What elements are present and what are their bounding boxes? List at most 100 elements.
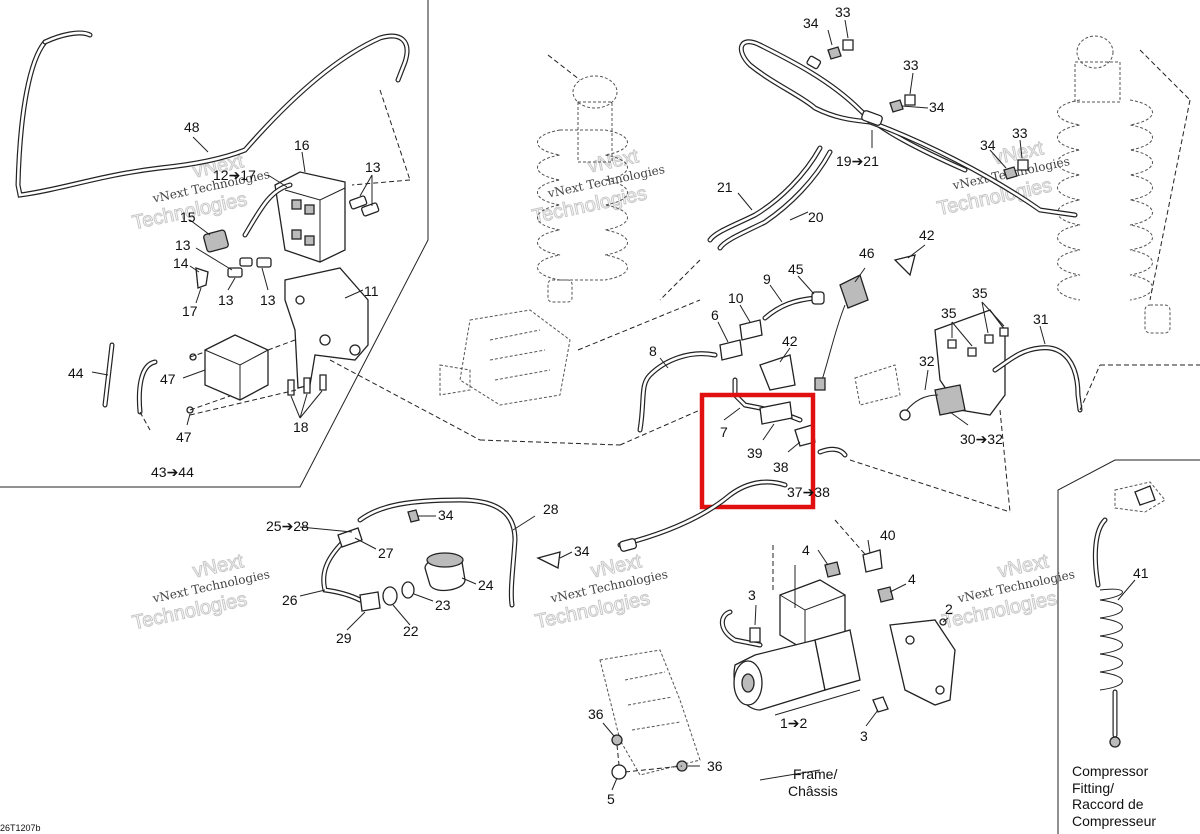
compressor-assembly	[599, 519, 956, 791]
callout-label: 46	[859, 245, 875, 261]
callout-label: 11	[364, 283, 379, 299]
valve-port	[291, 199, 302, 210]
callout-label: 27	[378, 545, 394, 561]
fitting-45	[811, 291, 825, 305]
rod-43	[136, 359, 158, 415]
callout-label: 13	[218, 292, 234, 308]
callout-label: 13	[260, 292, 276, 308]
highlight-box	[699, 392, 816, 510]
frame-caption-line2: Châssis	[788, 783, 838, 799]
clip-34	[536, 551, 561, 569]
tube-9	[762, 295, 818, 321]
callout-label: 3	[748, 587, 756, 603]
callout-label: 39	[747, 445, 763, 461]
leveling-valve-assembly	[849, 301, 1200, 513]
clip-34	[889, 99, 904, 113]
controller-module	[204, 334, 269, 401]
callout-label: 35	[941, 305, 957, 321]
top-hose-assembly	[659, 19, 1078, 301]
callout-label: 15	[180, 209, 196, 225]
callout-label: 10	[728, 290, 744, 306]
callout-label: 18	[293, 419, 309, 435]
callout-label: 13	[365, 159, 381, 175]
clip-33	[904, 94, 916, 106]
callout-label: 33	[903, 57, 919, 73]
callout-label: 5	[607, 791, 615, 807]
fitting-caption-line3: Raccord de	[1072, 796, 1144, 812]
right-shock-absorber	[1057, 35, 1191, 334]
callout-label: 24	[478, 577, 494, 593]
upper-left-panel-border	[0, 0, 429, 488]
bolt-3	[872, 696, 889, 713]
fitting-29	[359, 591, 381, 612]
callout-label: 37➔38	[787, 484, 830, 500]
bracket-11	[284, 267, 369, 389]
callout-label: 17	[182, 303, 198, 319]
callout-label: 47	[176, 429, 192, 445]
callout-label: 47	[160, 371, 176, 387]
fitting-13	[361, 202, 380, 217]
washer-22	[382, 586, 398, 606]
callout-label: 9	[763, 271, 771, 287]
callout-label: 33	[1012, 125, 1028, 141]
callout-label: 30➔32	[960, 431, 1003, 447]
callout-label: 26	[282, 592, 298, 608]
fitting-caption-line1: Compressor	[1072, 763, 1149, 779]
fitting-10	[739, 319, 763, 341]
compressor-fitting-detail	[1092, 481, 1166, 748]
valve-port	[291, 229, 302, 240]
center-fittings	[329, 244, 926, 510]
fitting-14	[195, 267, 209, 289]
callout-label: 1➔2	[780, 715, 808, 731]
captions: Frame/ Châssis Compressor Fitting/ Racco…	[0, 763, 1156, 833]
fitting-13	[256, 257, 272, 268]
connector-15	[203, 229, 229, 253]
callout-label: 23	[435, 597, 451, 613]
clip-34	[1003, 166, 1018, 180]
callout-label: 42	[782, 333, 798, 349]
valve-port	[304, 235, 315, 246]
callout-label: 32	[919, 353, 935, 369]
leveling-valve	[934, 384, 966, 416]
callout-label: 22	[403, 623, 419, 639]
callout-label: 2	[945, 601, 953, 617]
callout-label: 31	[1033, 311, 1049, 327]
callout-label: 36	[588, 706, 604, 722]
callout-label: 36	[707, 758, 723, 774]
clip-42	[893, 254, 916, 277]
clip-34	[407, 509, 420, 523]
clip-33	[842, 39, 854, 51]
callout-label: 44	[68, 365, 84, 381]
callout-label: 29	[336, 630, 352, 646]
lower-hose-assembly	[299, 479, 788, 631]
callout-label: 6	[711, 307, 719, 323]
fitting-6	[719, 339, 743, 361]
callout-label: 7	[720, 424, 728, 440]
callout-label: 19➔21	[836, 153, 879, 169]
callout-label: 35	[972, 285, 988, 301]
callout-label: 38	[773, 459, 789, 475]
nut-4	[824, 561, 841, 578]
o-ring-23	[401, 581, 415, 599]
callout-label: 33	[835, 4, 851, 20]
callout-label: 3	[860, 728, 868, 744]
sensor-46	[839, 274, 869, 309]
callout-labels: 48 12➔17 16 13 15 13 14 17 13 13 11 44 4…	[68, 4, 1149, 807]
valve-block-assembly	[15, 30, 411, 431]
callout-label: 12➔17	[213, 167, 256, 183]
callout-label: 4	[908, 571, 916, 587]
callout-label: 34	[929, 99, 945, 115]
fitting-panel-border	[1057, 459, 1200, 834]
callout-label: 48	[184, 119, 200, 135]
callout-label: 4	[802, 542, 810, 558]
callout-label: 34	[438, 507, 454, 523]
clip-33	[1017, 159, 1029, 171]
fitting-13	[349, 195, 368, 210]
fitting-40	[862, 549, 883, 573]
valve-port	[304, 204, 315, 215]
left-shock-absorber	[537, 54, 628, 303]
callout-label: 8	[649, 343, 657, 359]
callout-label: 25➔28	[266, 518, 309, 534]
